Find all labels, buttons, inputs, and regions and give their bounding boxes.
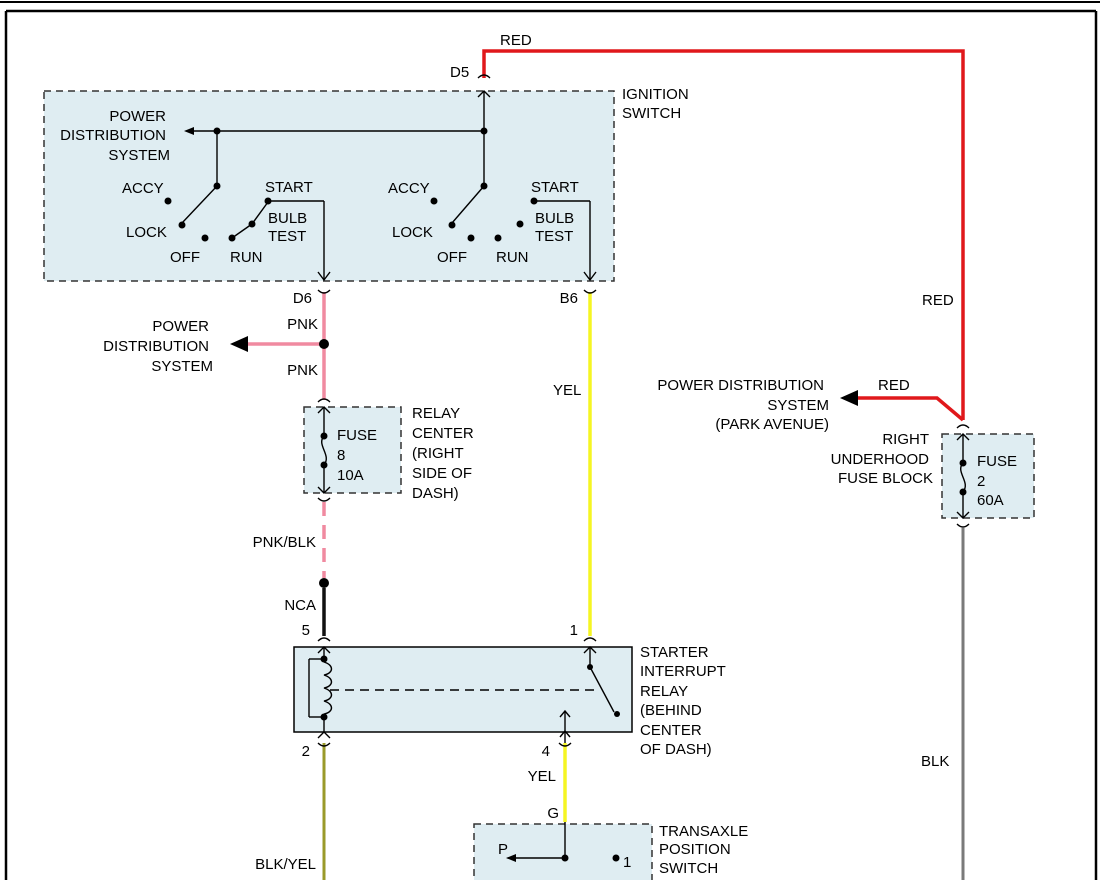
starter-relay bbox=[293, 637, 633, 747]
ign-left-test: TEST bbox=[268, 228, 306, 245]
ign-right-lock: LOCK bbox=[392, 224, 433, 241]
relay-pin-1: 1 bbox=[570, 622, 578, 639]
fuse-2 bbox=[941, 424, 1035, 528]
ign-pds-1: POWER bbox=[109, 108, 166, 125]
pin-d6: D6 bbox=[293, 290, 312, 307]
left-pds-3: SYSTEM bbox=[151, 358, 213, 375]
wire-label-pnk-lower: PNK bbox=[287, 362, 318, 379]
wire-label-yel-main: YEL bbox=[553, 382, 581, 399]
relay-center-5: DASH) bbox=[412, 485, 459, 502]
park-pds-3: (PARK AVENUE) bbox=[715, 416, 829, 433]
wire-red-top bbox=[482, 49, 965, 420]
ign-left-start: START bbox=[265, 179, 313, 196]
underhood-3: FUSE BLOCK bbox=[838, 470, 933, 487]
transaxle-label-3: SWITCH bbox=[659, 860, 718, 877]
transaxle-pin-g: G bbox=[547, 805, 559, 822]
ign-left-bulb: BULB bbox=[268, 210, 307, 227]
relay-label-6: OF DASH) bbox=[640, 741, 712, 758]
wire-label-red-top: RED bbox=[500, 32, 532, 49]
wire-label-red-park: RED bbox=[878, 377, 910, 394]
relay-pin-5: 5 bbox=[302, 622, 310, 639]
ign-right-bulb: BULB bbox=[535, 210, 574, 227]
fuse2-label: FUSE bbox=[977, 453, 1017, 470]
fuse2-number: 2 bbox=[977, 473, 985, 490]
arrow-park-pds bbox=[840, 390, 858, 406]
wire-red-park bbox=[856, 396, 965, 422]
ignition-label-1: IGNITION bbox=[622, 86, 689, 103]
wire-label-nca: NCA bbox=[284, 597, 316, 614]
relay-label-5: CENTER bbox=[640, 722, 702, 739]
fuse-8 bbox=[303, 398, 402, 502]
relay-pin-4: 4 bbox=[542, 743, 550, 760]
fuse8-label: FUSE bbox=[337, 427, 377, 444]
relay-label-1: STARTER bbox=[640, 644, 709, 661]
ignition-label-2: SWITCH bbox=[622, 105, 681, 122]
relay-label-4: (BEHIND bbox=[640, 702, 702, 719]
wire-label-red-right: RED bbox=[922, 292, 954, 309]
park-pds-2: SYSTEM bbox=[767, 397, 829, 414]
wire-label-blk: BLK bbox=[921, 753, 949, 770]
pin-d5: D5 bbox=[450, 64, 469, 81]
wire-label-pnk-blk: PNK/BLK bbox=[253, 534, 316, 551]
ign-left-accy: ACCY bbox=[122, 180, 164, 197]
left-pds-2: DISTRIBUTION bbox=[103, 338, 209, 355]
underhood-2: UNDERHOOD bbox=[831, 451, 930, 468]
relay-center-1: RELAY bbox=[412, 405, 460, 422]
splice-nca bbox=[319, 578, 329, 588]
ign-left-off: OFF bbox=[170, 249, 200, 266]
relay-pin-2: 2 bbox=[302, 743, 310, 760]
transaxle-pos-p: P bbox=[498, 841, 508, 858]
park-pds-1: POWER DISTRIBUTION bbox=[657, 377, 824, 394]
ign-left-run: RUN bbox=[230, 249, 263, 266]
fuse8-number: 8 bbox=[337, 447, 345, 464]
ign-pds-2: DISTRIBUTION bbox=[60, 127, 166, 144]
ign-right-test: TEST bbox=[535, 228, 573, 245]
ign-right-run: RUN bbox=[496, 249, 529, 266]
transaxle-label-1: TRANSAXLE bbox=[659, 823, 748, 840]
ign-pds-3: SYSTEM bbox=[108, 147, 170, 164]
wire-label-blk-yel: BLK/YEL bbox=[255, 856, 316, 873]
ign-right-off: OFF bbox=[437, 249, 467, 266]
relay-center-2: CENTER bbox=[412, 425, 474, 442]
ign-left-lock: LOCK bbox=[126, 224, 167, 241]
ign-right-accy: ACCY bbox=[388, 180, 430, 197]
arrow-left-pds bbox=[230, 336, 248, 352]
transaxle-pos-1: 1 bbox=[623, 854, 631, 871]
ignition-switch bbox=[43, 74, 615, 294]
ign-right-start: START bbox=[531, 179, 579, 196]
fuse8-rating: 10A bbox=[337, 467, 364, 484]
fuse2-rating: 60A bbox=[977, 492, 1004, 509]
relay-center-3: (RIGHT bbox=[412, 445, 464, 462]
transaxle-switch bbox=[473, 822, 653, 880]
labels: RED D5 IGNITION SWITCH POWER DISTRIBUTIO… bbox=[60, 32, 1017, 877]
splice-pnk bbox=[319, 339, 329, 349]
transaxle-label-2: POSITION bbox=[659, 841, 731, 858]
wires bbox=[230, 49, 965, 880]
underhood-1: RIGHT bbox=[882, 431, 929, 448]
left-pds-1: POWER bbox=[152, 318, 209, 335]
relay-center-4: SIDE OF bbox=[412, 465, 472, 482]
wire-label-pnk-upper: PNK bbox=[287, 316, 318, 333]
pin-b6: B6 bbox=[560, 290, 578, 307]
wire-label-yel-lower: YEL bbox=[528, 768, 556, 785]
relay-label-2: INTERRUPT bbox=[640, 663, 726, 680]
relay-label-3: RELAY bbox=[640, 683, 688, 700]
